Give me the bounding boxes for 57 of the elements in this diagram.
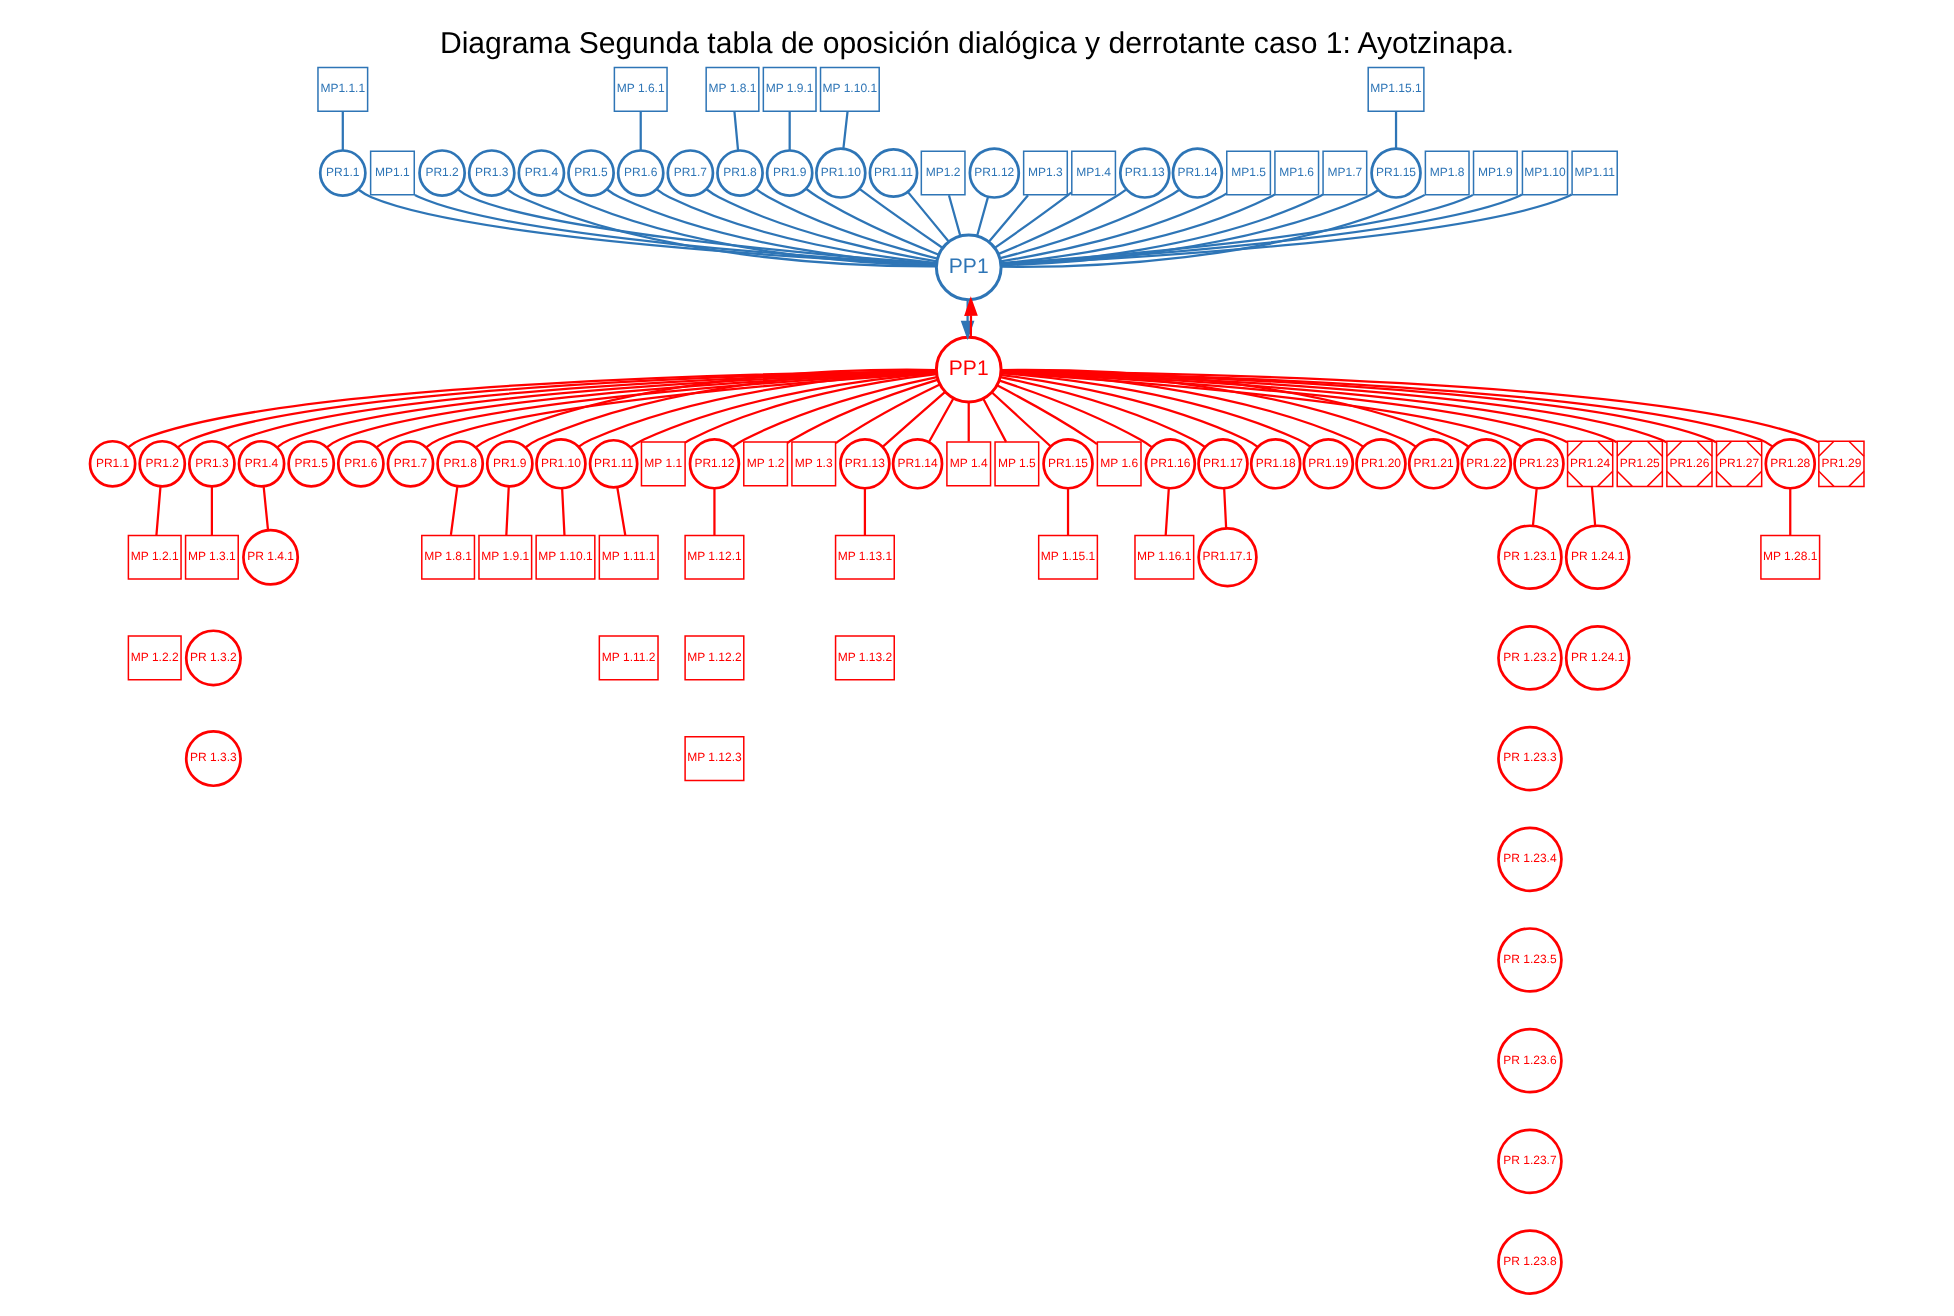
connector	[155, 486, 162, 536]
connector	[449, 486, 459, 536]
connector	[863, 488, 867, 536]
connector	[988, 194, 1029, 242]
connector	[982, 398, 1008, 443]
diagram-title: Diagrama Segunda tabla de oposición dialógica y derrotante caso 1: Ayotzinapa.	[439, 26, 1515, 61]
connector	[505, 486, 510, 536]
connector	[991, 391, 1052, 448]
connector	[1394, 111, 1398, 149]
connector	[684, 373, 937, 444]
connector	[616, 487, 627, 536]
connector	[561, 488, 566, 536]
connector	[842, 111, 849, 149]
connector	[733, 111, 740, 151]
connector	[1789, 488, 1792, 536]
connector	[967, 402, 970, 442]
connector	[1590, 486, 1597, 526]
connector	[341, 111, 344, 151]
connector	[713, 488, 716, 536]
connector	[629, 372, 937, 449]
connector	[859, 188, 944, 249]
connector	[907, 191, 950, 243]
connector	[805, 187, 940, 256]
connector	[358, 188, 937, 266]
connector	[210, 486, 213, 536]
connector	[1223, 488, 1228, 529]
connector	[947, 194, 962, 237]
connector	[262, 486, 270, 530]
arrow	[964, 296, 978, 337]
connector	[1531, 488, 1538, 526]
node-circle: PP1	[934, 335, 1003, 404]
connector	[755, 188, 938, 260]
connector	[731, 376, 938, 449]
connector	[994, 191, 1072, 249]
connector	[976, 196, 990, 237]
connector	[1164, 488, 1170, 536]
connector	[1001, 189, 1380, 267]
connector	[1001, 193, 1324, 266]
connector	[996, 384, 1098, 445]
connector	[705, 188, 938, 263]
connector	[639, 111, 642, 151]
connector	[835, 383, 941, 444]
connector	[999, 189, 1180, 260]
connector	[998, 188, 1127, 255]
connector	[999, 379, 1153, 448]
connector	[882, 390, 946, 448]
connector	[927, 397, 955, 443]
connector	[1000, 192, 1228, 263]
node-circle: PP1	[934, 233, 1003, 302]
connector	[656, 188, 937, 265]
connector	[1000, 372, 1312, 448]
connector	[1000, 376, 1206, 449]
connector	[1001, 193, 1276, 265]
connector	[1066, 488, 1070, 536]
connector	[1000, 373, 1259, 448]
connector	[788, 111, 791, 151]
connector	[787, 378, 938, 444]
